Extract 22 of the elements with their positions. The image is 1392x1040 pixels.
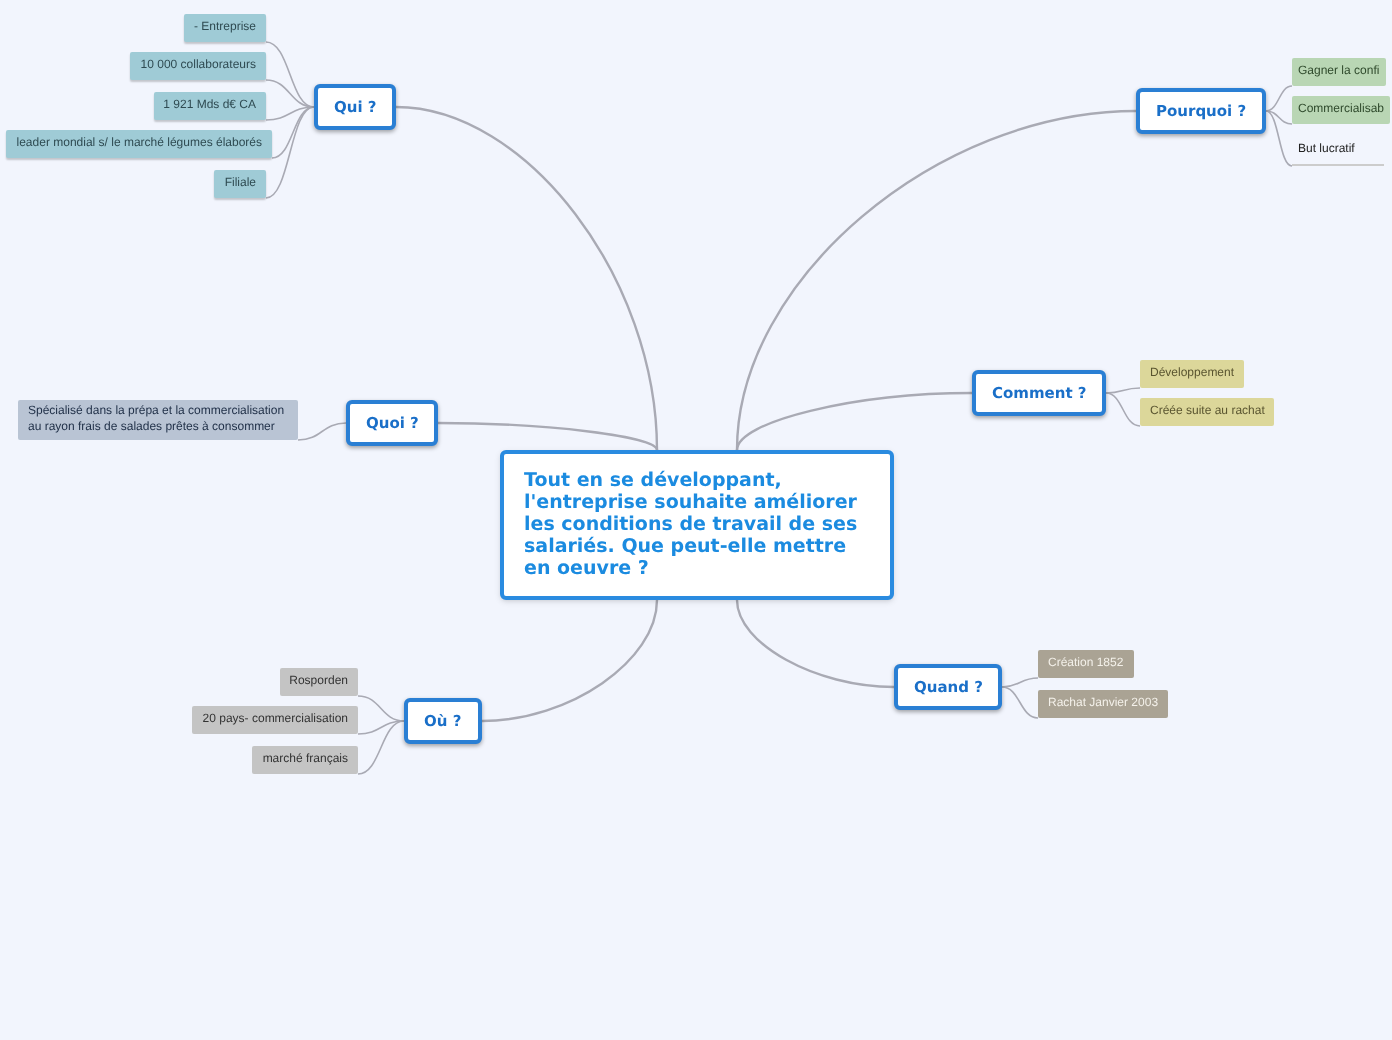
connector-line	[1001, 677, 1039, 688]
connector-line	[357, 720, 405, 775]
connector-line	[1265, 110, 1293, 125]
connector-line	[265, 41, 315, 108]
connector-line	[265, 79, 315, 108]
connector-line	[357, 695, 405, 722]
central-topic: Tout en se développant, l'entreprise souhaite améliorer les conditions de travail de ses salariés. Que peut-elle mettre en oeuvre ?	[500, 450, 894, 600]
connector-line	[265, 106, 315, 199]
connector-line	[1265, 110, 1293, 167]
connector-line	[438, 421, 658, 451]
connector-line	[395, 105, 659, 451]
connector-line	[1105, 392, 1141, 427]
connector-line	[297, 422, 347, 441]
connector-line	[735, 599, 895, 689]
connector-line	[735, 391, 973, 451]
connector-line	[481, 599, 659, 723]
connector-line	[1265, 85, 1293, 112]
connector-line	[1001, 686, 1039, 719]
connector-line	[1105, 387, 1141, 394]
connector-line	[735, 109, 1137, 451]
connector-line	[265, 106, 315, 121]
connector-line	[357, 720, 405, 735]
